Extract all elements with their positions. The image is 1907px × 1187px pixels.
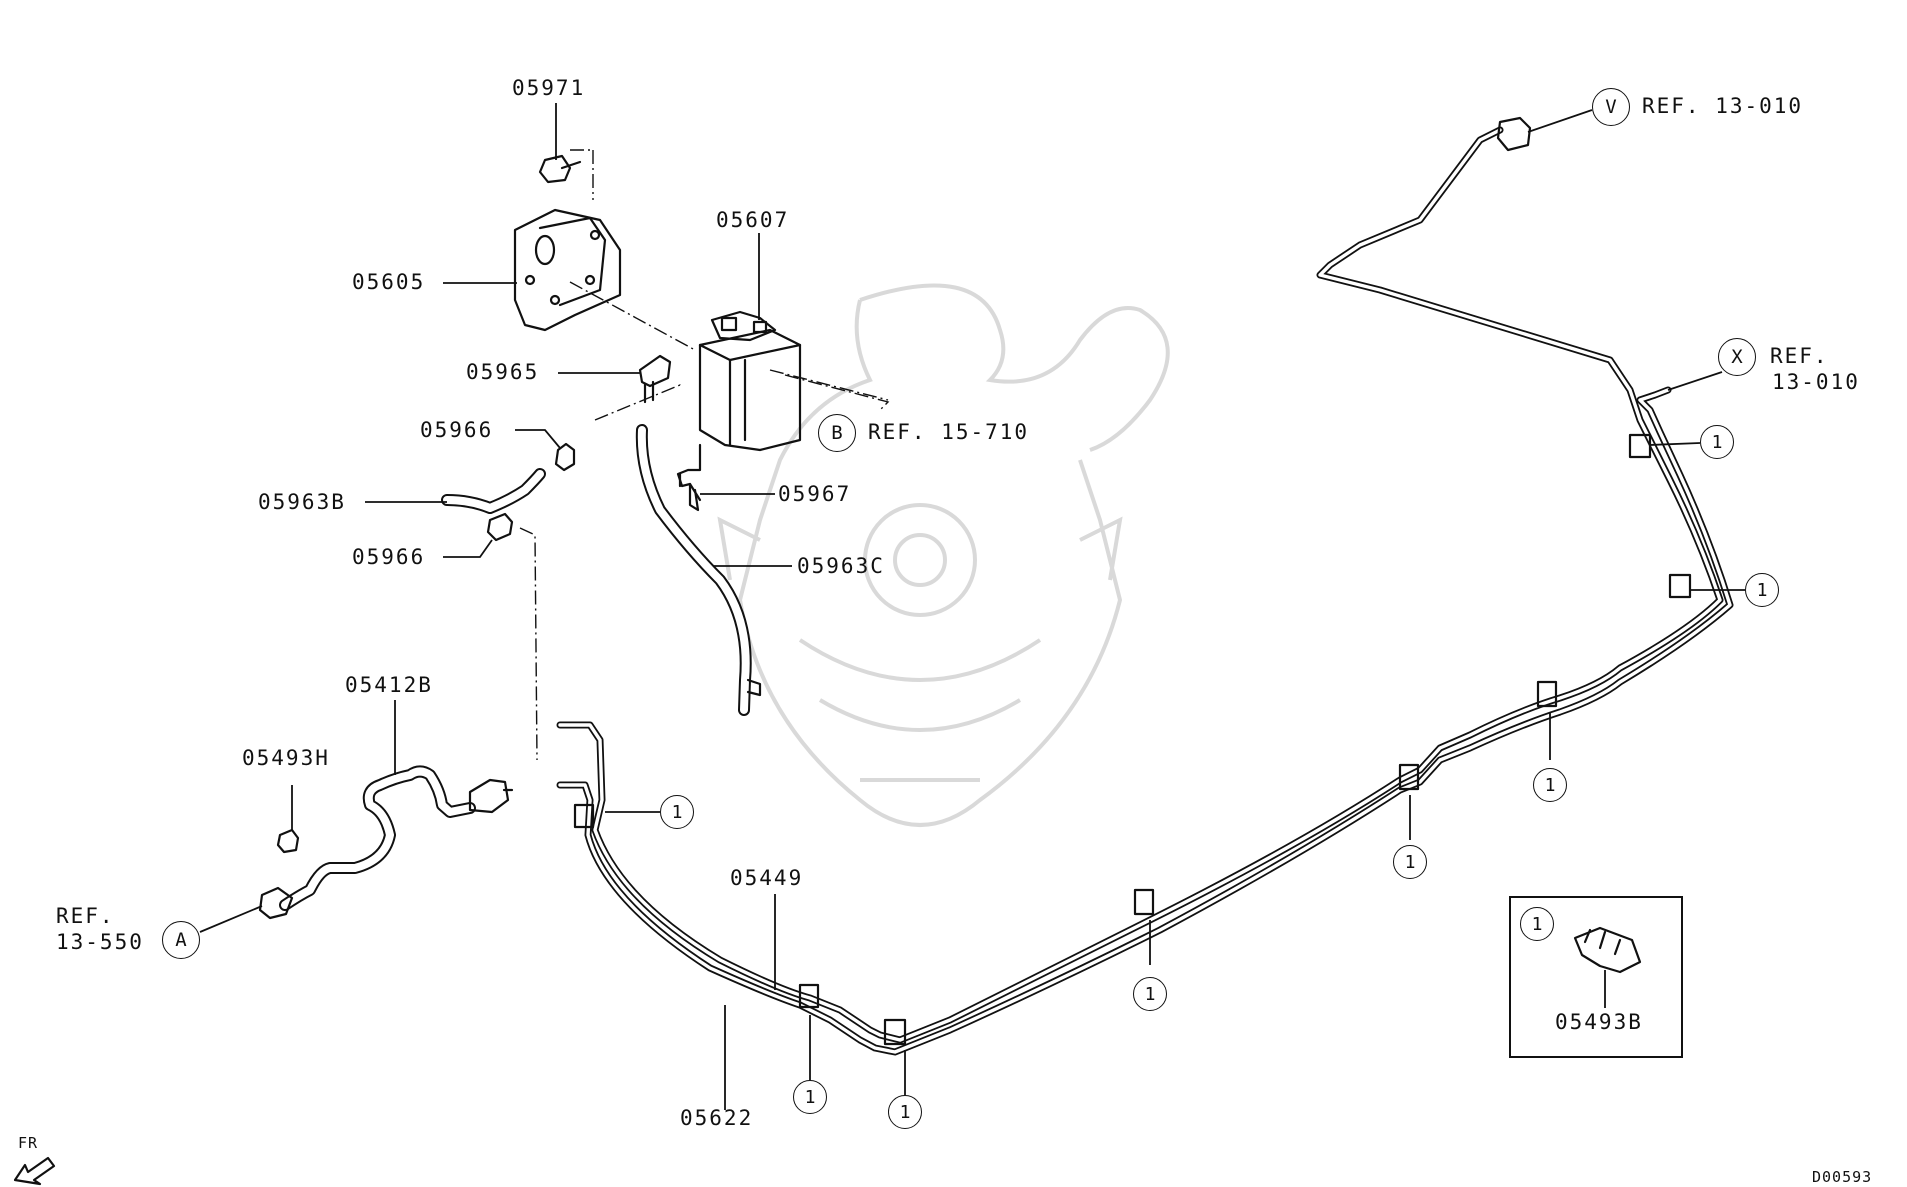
part-label-05412b: 05412B [345,673,433,697]
bolt-05971 [538,103,594,200]
ref-text-x-line2: 13-010 [1772,370,1860,394]
ref-text-x-line1: REF. [1770,344,1829,368]
part-label-05622: 05622 [680,1106,754,1130]
clip-6 [1536,680,1558,708]
part-label-05963b: 05963B [258,490,346,514]
ref-callout-x[interactable]: X [1718,338,1756,376]
ref-callout-v[interactable]: V [1592,88,1630,126]
ref-text-b: REF. 15-710 [868,420,1030,444]
clip-callout-1e[interactable]: 1 [1393,845,1427,879]
part-label-05493h: 05493H [242,746,330,770]
clip-callout-1d[interactable]: 1 [1133,977,1167,1011]
clip-8 [1628,433,1652,459]
part-label-05966-upper: 05966 [420,418,494,442]
hose-05412b [258,700,514,920]
ref-text-a-line2: 13-550 [56,930,144,954]
clip-callout-1b[interactable]: 1 [793,1080,827,1114]
part-label-05607: 05607 [716,208,790,232]
clip-callout-1a[interactable]: 1 [660,795,694,829]
clip-callout-leaders [605,442,1745,1095]
ref-b-leader [784,374,890,411]
line-clips [573,433,1692,1046]
watermark-logo [717,283,1170,827]
clip-7 [1668,573,1692,599]
clip-4 [1133,888,1155,916]
clip-callout-1h[interactable]: 1 [1700,425,1734,459]
clip-3 [883,1018,907,1046]
clamp-05966-lower [443,512,538,761]
legend-clip-callout: 1 [1520,907,1554,941]
hose-05963c [635,424,792,716]
clip-callout-1g[interactable]: 1 [1745,573,1779,607]
front-direction-arrow-icon [13,1156,56,1186]
bracket-05605 [443,208,622,332]
part-label-05965: 05965 [466,360,540,384]
clip-1 [573,803,595,829]
part-label-05967: 05967 [778,482,852,506]
part-label-05605: 05605 [352,270,426,294]
hose-05963b [365,468,546,514]
connector-05965 [558,281,696,421]
orientation-label: FR [18,1134,39,1152]
clip-2 [798,983,820,1009]
ref-callout-b[interactable]: B [818,414,856,452]
ref-callout-a[interactable]: A [162,921,200,959]
canister-05607 [698,233,889,452]
clamp-05966-upper [515,429,576,472]
part-label-05449: 05449 [730,866,804,890]
ref-text-v: REF. 13-010 [1642,94,1804,118]
clip-callout-1c[interactable]: 1 [888,1095,922,1129]
ref-text-a-line1: REF. [56,904,115,928]
clip-05493b-icon [1573,926,1642,974]
clip-callout-1f[interactable]: 1 [1533,768,1567,802]
part-label-05966-lower: 05966 [352,545,426,569]
part-label-05493b: 05493B [1555,1010,1643,1034]
ref-a-leader [199,905,263,933]
clip-05493h [276,785,300,854]
bracket-05967 [676,443,775,512]
part-label-05963c: 05963C [797,554,885,578]
legend-box [1509,896,1683,1058]
diagram-id: D00593 [1812,1168,1873,1186]
clip-5 [1398,763,1420,791]
part-label-05971: 05971 [512,76,586,100]
